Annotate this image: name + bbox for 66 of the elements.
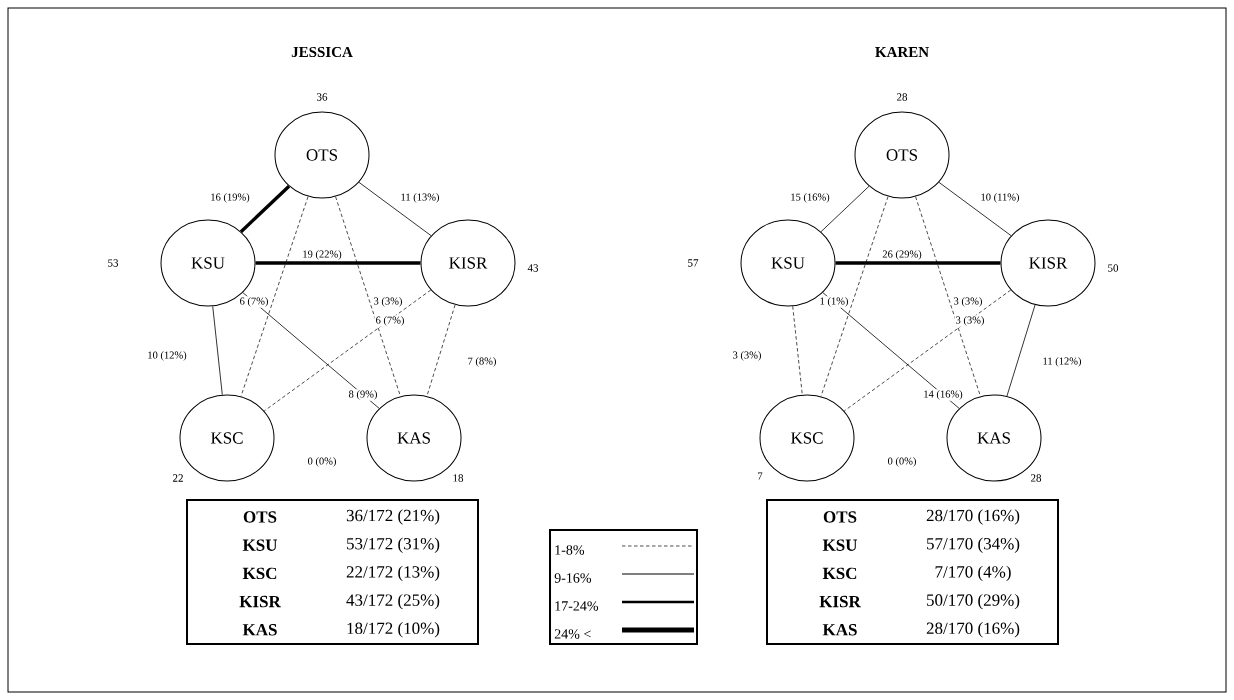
connector-line [843, 289, 1012, 412]
count-label: 50 [1108, 264, 1119, 272]
connector-line [255, 261, 421, 265]
edge-label: 7 (8%) [466, 356, 498, 368]
edge-label: 3 (3%) [952, 296, 984, 308]
table-cell: OTS [243, 511, 277, 523]
connector-line [240, 196, 309, 397]
edge-label: 10 (11%) [979, 192, 1021, 204]
table-cell: KISR [239, 595, 281, 608]
count-label: 28 [897, 93, 908, 101]
table-cell: 43/172 (25%) [346, 593, 440, 610]
connector-line [938, 181, 1012, 237]
table-cell: 50/170 (29%) [927, 593, 1020, 610]
count-label: 7 [758, 472, 763, 480]
edge-label: 3 (3%) [372, 296, 404, 308]
table-cell: KSU [822, 539, 858, 551]
count-label: 43 [527, 264, 539, 272]
table-cell: KAS [242, 624, 277, 636]
legend-text: 9-16% [554, 573, 592, 583]
table-cell: KSU [242, 539, 278, 551]
edge-label: 16 (19%) [209, 192, 251, 204]
table-cell: KSC [242, 567, 277, 580]
edge-label: 26 (29%) [881, 249, 923, 261]
table-cell: 28/170 (16%) [926, 622, 1020, 638]
edge-label: 1 (1%) [818, 296, 850, 308]
edge-label: 3 (3%) [954, 315, 986, 327]
edge-label: 10 (12%) [146, 350, 188, 362]
legend-text: 24% < [554, 629, 591, 639]
connector-line [212, 305, 223, 396]
table-cell: 53/172 (31%) [347, 537, 440, 553]
connector-line [792, 305, 803, 396]
count-label: 57 [688, 259, 699, 267]
connector-line [835, 261, 1001, 265]
connector-line [263, 289, 432, 412]
legend-text: 1-8% [555, 545, 585, 555]
connector-line [358, 181, 432, 237]
count-label: 36 [317, 93, 328, 101]
table-cell: KAS [822, 624, 857, 636]
edge-label: 19 (22%) [301, 249, 343, 261]
count-label: 28 [1031, 474, 1042, 482]
count-label: 53 [108, 259, 119, 267]
table-cell: KSC [822, 567, 857, 580]
connector-line [239, 185, 291, 233]
connector-line [820, 196, 889, 397]
value-label: 0 (0%) [887, 457, 916, 467]
edge-label: 14 (16%) [922, 389, 964, 401]
edge-label: 15 (16%) [789, 192, 831, 204]
table-cell: 18/172 (10%) [347, 622, 440, 638]
edge-label: 11 (13%) [399, 192, 441, 204]
connector-line [1006, 304, 1036, 397]
edge-label: 6 (7%) [238, 296, 270, 308]
edge-label: 8 (9%) [347, 389, 379, 401]
edge-label: 6 (7%) [374, 315, 406, 327]
count-label: 22 [173, 474, 183, 482]
table-cell: KISR [819, 595, 861, 608]
table-cell: OTS [823, 511, 857, 523]
count-label: 18 [453, 474, 464, 482]
edge-label: 3 (3%) [731, 350, 763, 362]
value-label: 0 (0%) [307, 457, 336, 467]
legend-text: 17-24% [555, 601, 599, 611]
table-cell: 7/170 (4%) [935, 565, 1011, 582]
edge-label: 11 (12%) [1041, 356, 1083, 368]
connector-line [820, 185, 870, 233]
table-cell: 57/170 (34%) [927, 537, 1020, 553]
table-cell: 22/172 (13%) [346, 565, 440, 582]
connector-line [426, 304, 456, 397]
